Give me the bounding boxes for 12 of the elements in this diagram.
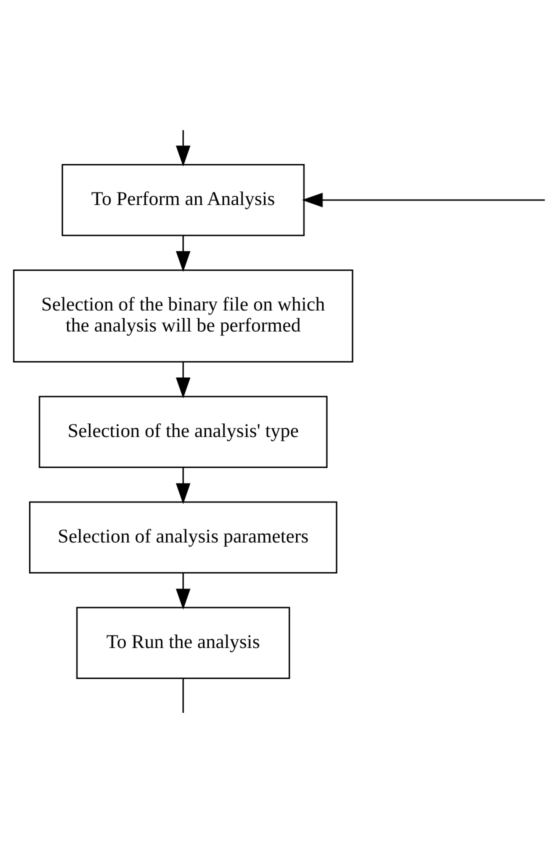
node-box: Selection of analysis parameters [29, 500, 338, 574]
arrow [176, 236, 190, 272]
arrow [176, 362, 190, 398]
node-box: To Perform an Analysis [62, 163, 305, 236]
arrow [176, 572, 190, 610]
connector [182, 678, 184, 712]
node-box: To Run the analysis [76, 606, 290, 679]
arrow [302, 192, 545, 207]
node-box: Selection of the analysis' type [38, 395, 328, 468]
arrow [176, 130, 190, 166]
node-box: Selection of the binary file on which the analysis will be performed [13, 268, 354, 362]
arrow [176, 467, 190, 504]
